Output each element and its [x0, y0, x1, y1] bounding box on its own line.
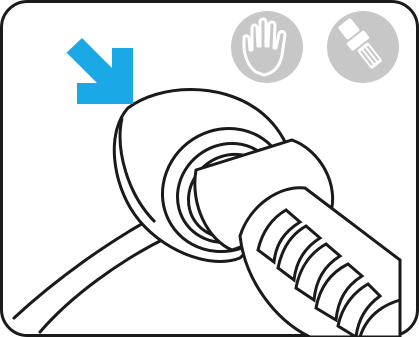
hand-icon — [231, 11, 303, 83]
connector-icon — [327, 11, 399, 83]
